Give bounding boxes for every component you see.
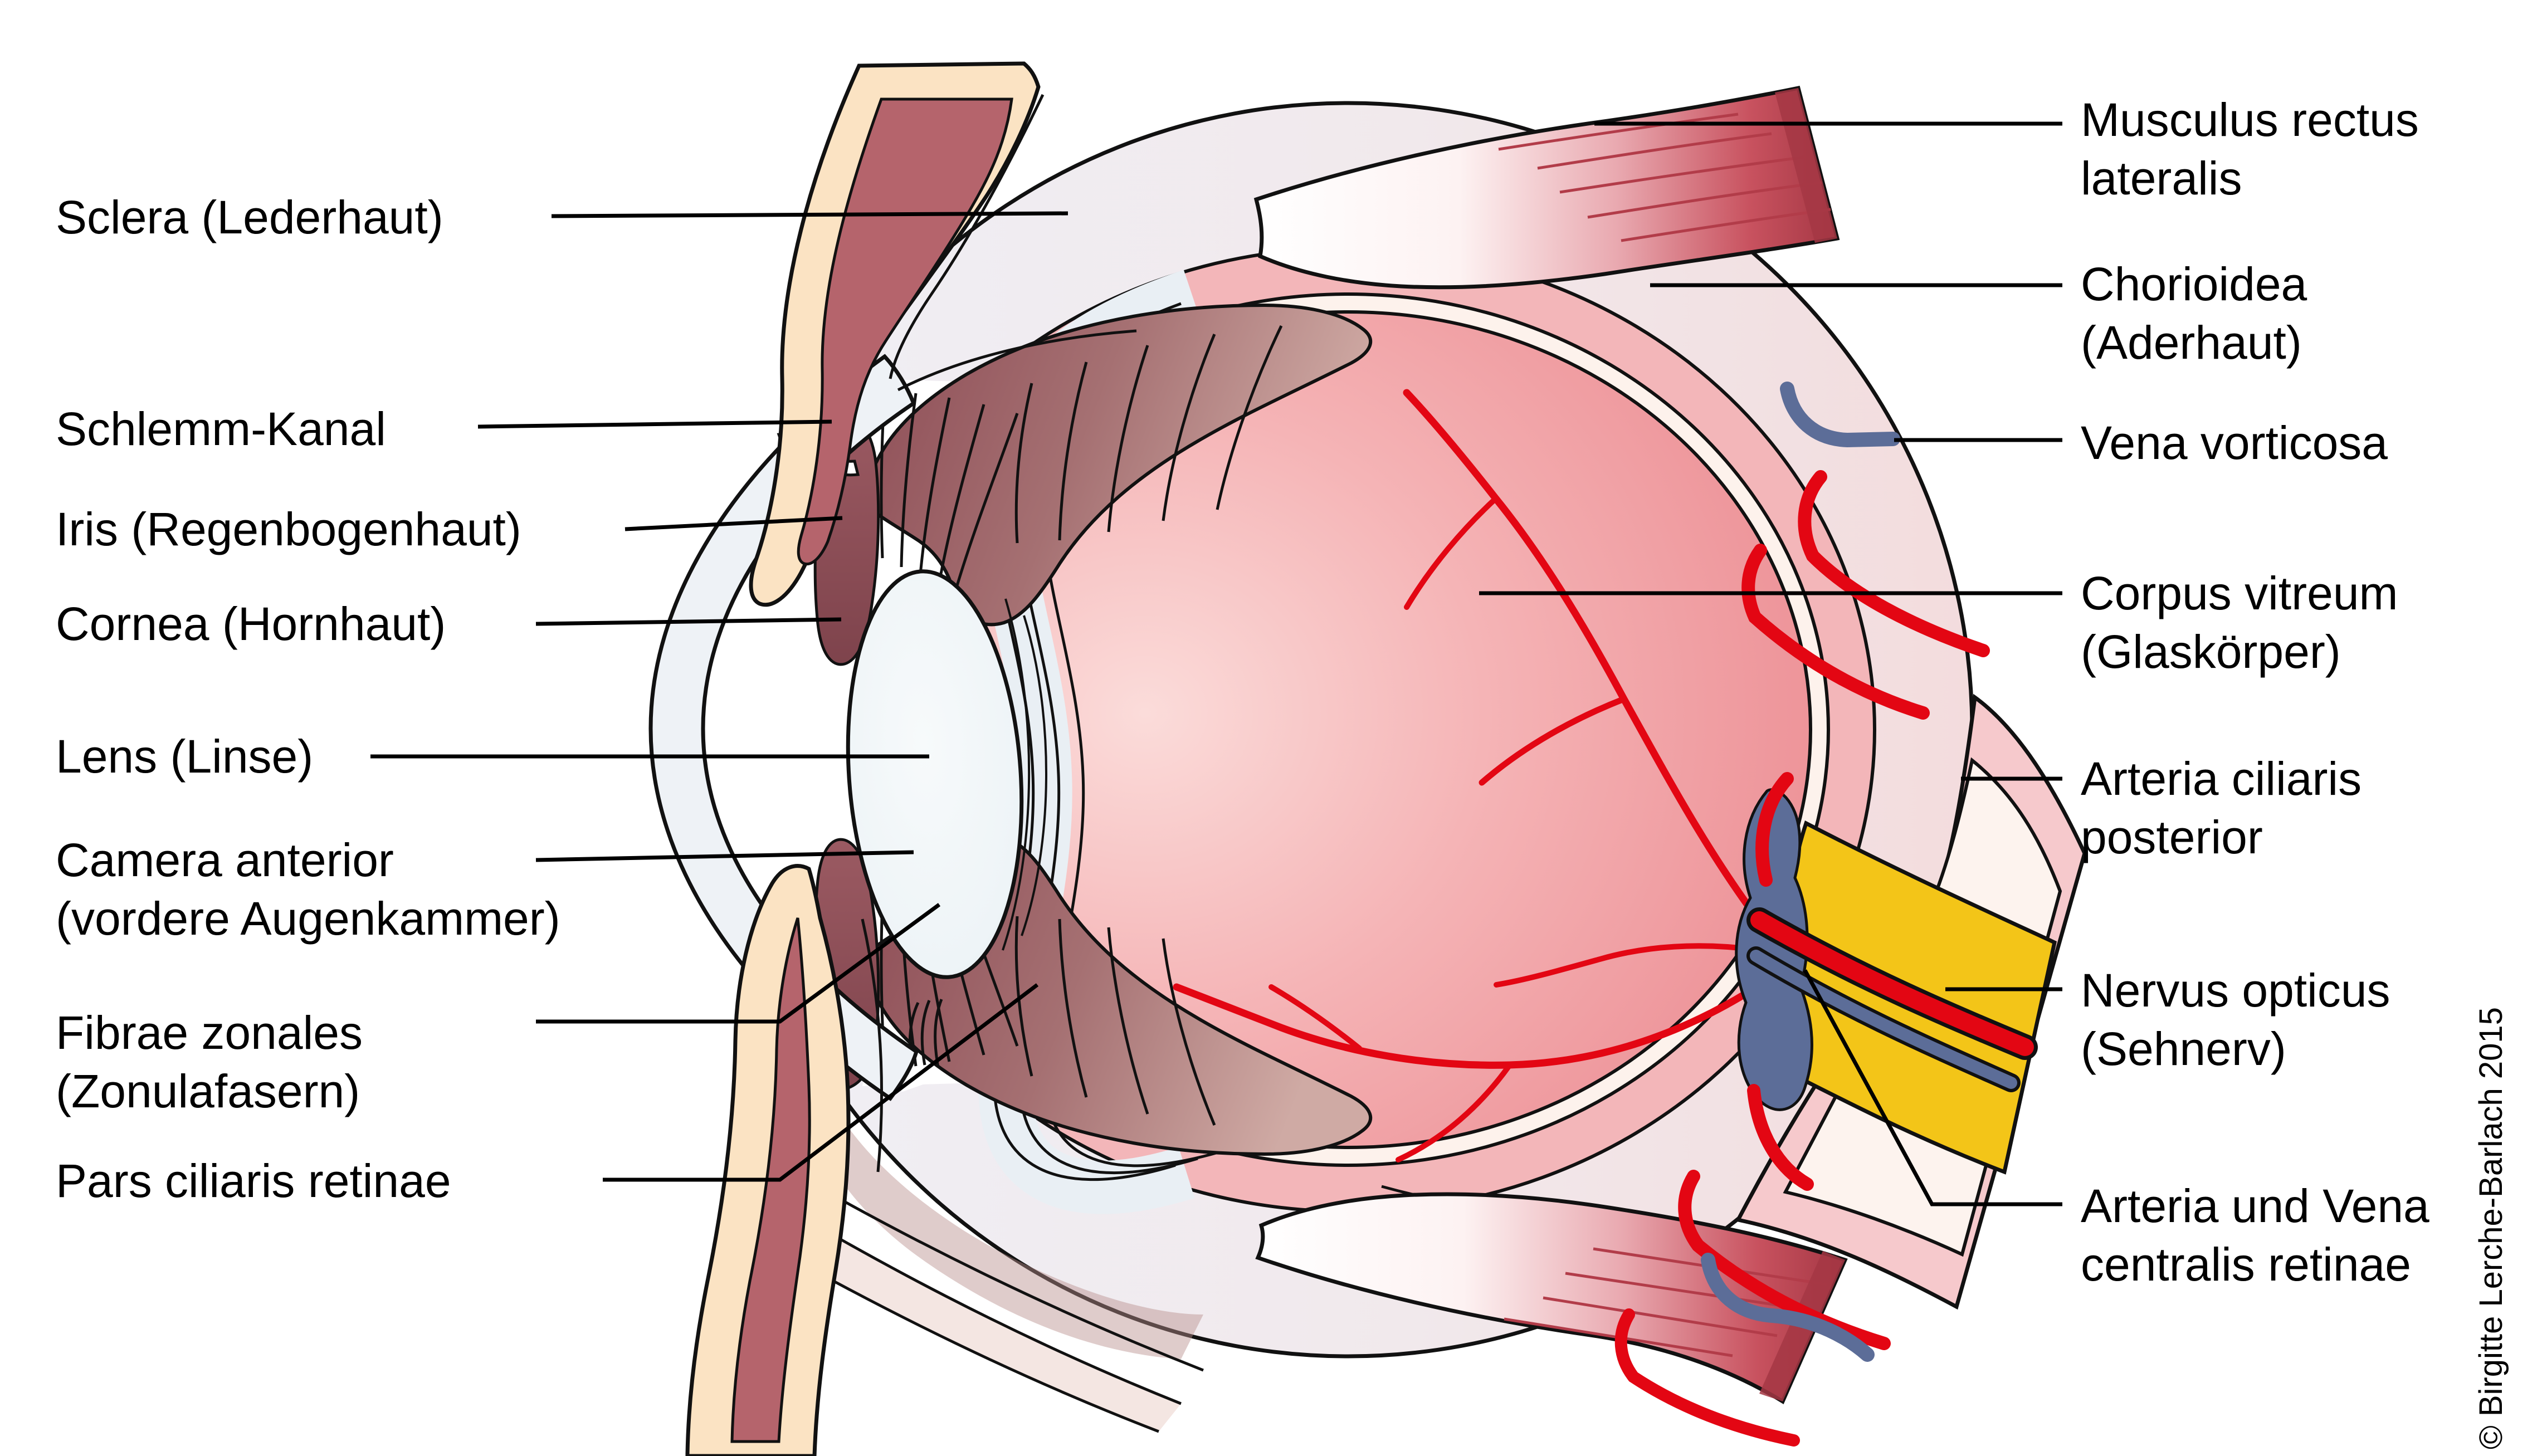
ciliary-fade-lower [813, 1108, 1203, 1359]
leader-schlemm-kanal [477, 419, 832, 429]
leader-fibrae-zonales [536, 903, 941, 1024]
disc-red-arcs [1747, 772, 1814, 1191]
leader-iris [624, 516, 843, 531]
label-vena-vorticosa: Vena vorticosa [2081, 417, 2388, 469]
label-pars-ciliaris: Pars ciliaris retinae [56, 1155, 451, 1207]
leader-pars-ciliaris [603, 983, 1039, 1182]
musculus-rectus-lateralis-upper [1253, 85, 1840, 290]
vena-vorticosa-vessels [1701, 382, 1900, 1362]
muscle-fiber-lines-upper [1498, 113, 1831, 242]
label-camera-anterior: Camera anterior(vordere Augenkammer) [56, 834, 560, 945]
arteria-centralis-retinae [1750, 911, 2034, 1056]
leader-arteria-vena-centralis [1803, 969, 2062, 1206]
optic-nerve [1735, 693, 2087, 1310]
retinal-vessels [1173, 389, 1758, 1162]
conjunctiva-lines-upper [889, 94, 1137, 392]
vena-centralis-retinae [1750, 950, 2017, 1089]
copyright-text: © Birgitte Lerche-Barlach 2015 [2473, 1007, 2509, 1449]
lens-capsule-lines [1002, 598, 1047, 951]
leader-sclera [551, 211, 1068, 218]
vena-vorticosa-bottom [1701, 1253, 1875, 1362]
vena-vorticosa-top [1780, 382, 1900, 448]
label-sclera: Sclera (Lederhaut) [56, 191, 443, 243]
label-iris: Iris (Regenbogenhaut) [56, 503, 521, 555]
muscle-cut-end-upper [1775, 88, 1837, 243]
leader-cornea [535, 617, 842, 626]
leader-lines [370, 121, 2062, 1206]
label-cornea: Cornea (Hornhaut) [56, 598, 446, 650]
ciliary-muscle-streaks-upper [1014, 325, 1283, 544]
label-nervus-opticus: Nervus opticus(Sehnerv) [2081, 964, 2390, 1075]
label-corpus-vitreum: Corpus vitreum(Glaskörper) [2081, 567, 2398, 678]
label-schlemm-kanal: Schlemm-Kanal [56, 403, 386, 455]
label-lens: Lens (Linse) [56, 730, 314, 783]
lower-conjunctiva-line [861, 918, 884, 1172]
leader-camera-anterior [535, 850, 914, 862]
label-fibrae-zonales: Fibrae zonales(Zonulafasern) [56, 1007, 363, 1117]
lens-shape [846, 569, 1024, 979]
label-chorioidea: Chorioidea(Aderhaut) [2081, 258, 2307, 369]
optic-disc-blue [1735, 788, 1813, 1111]
